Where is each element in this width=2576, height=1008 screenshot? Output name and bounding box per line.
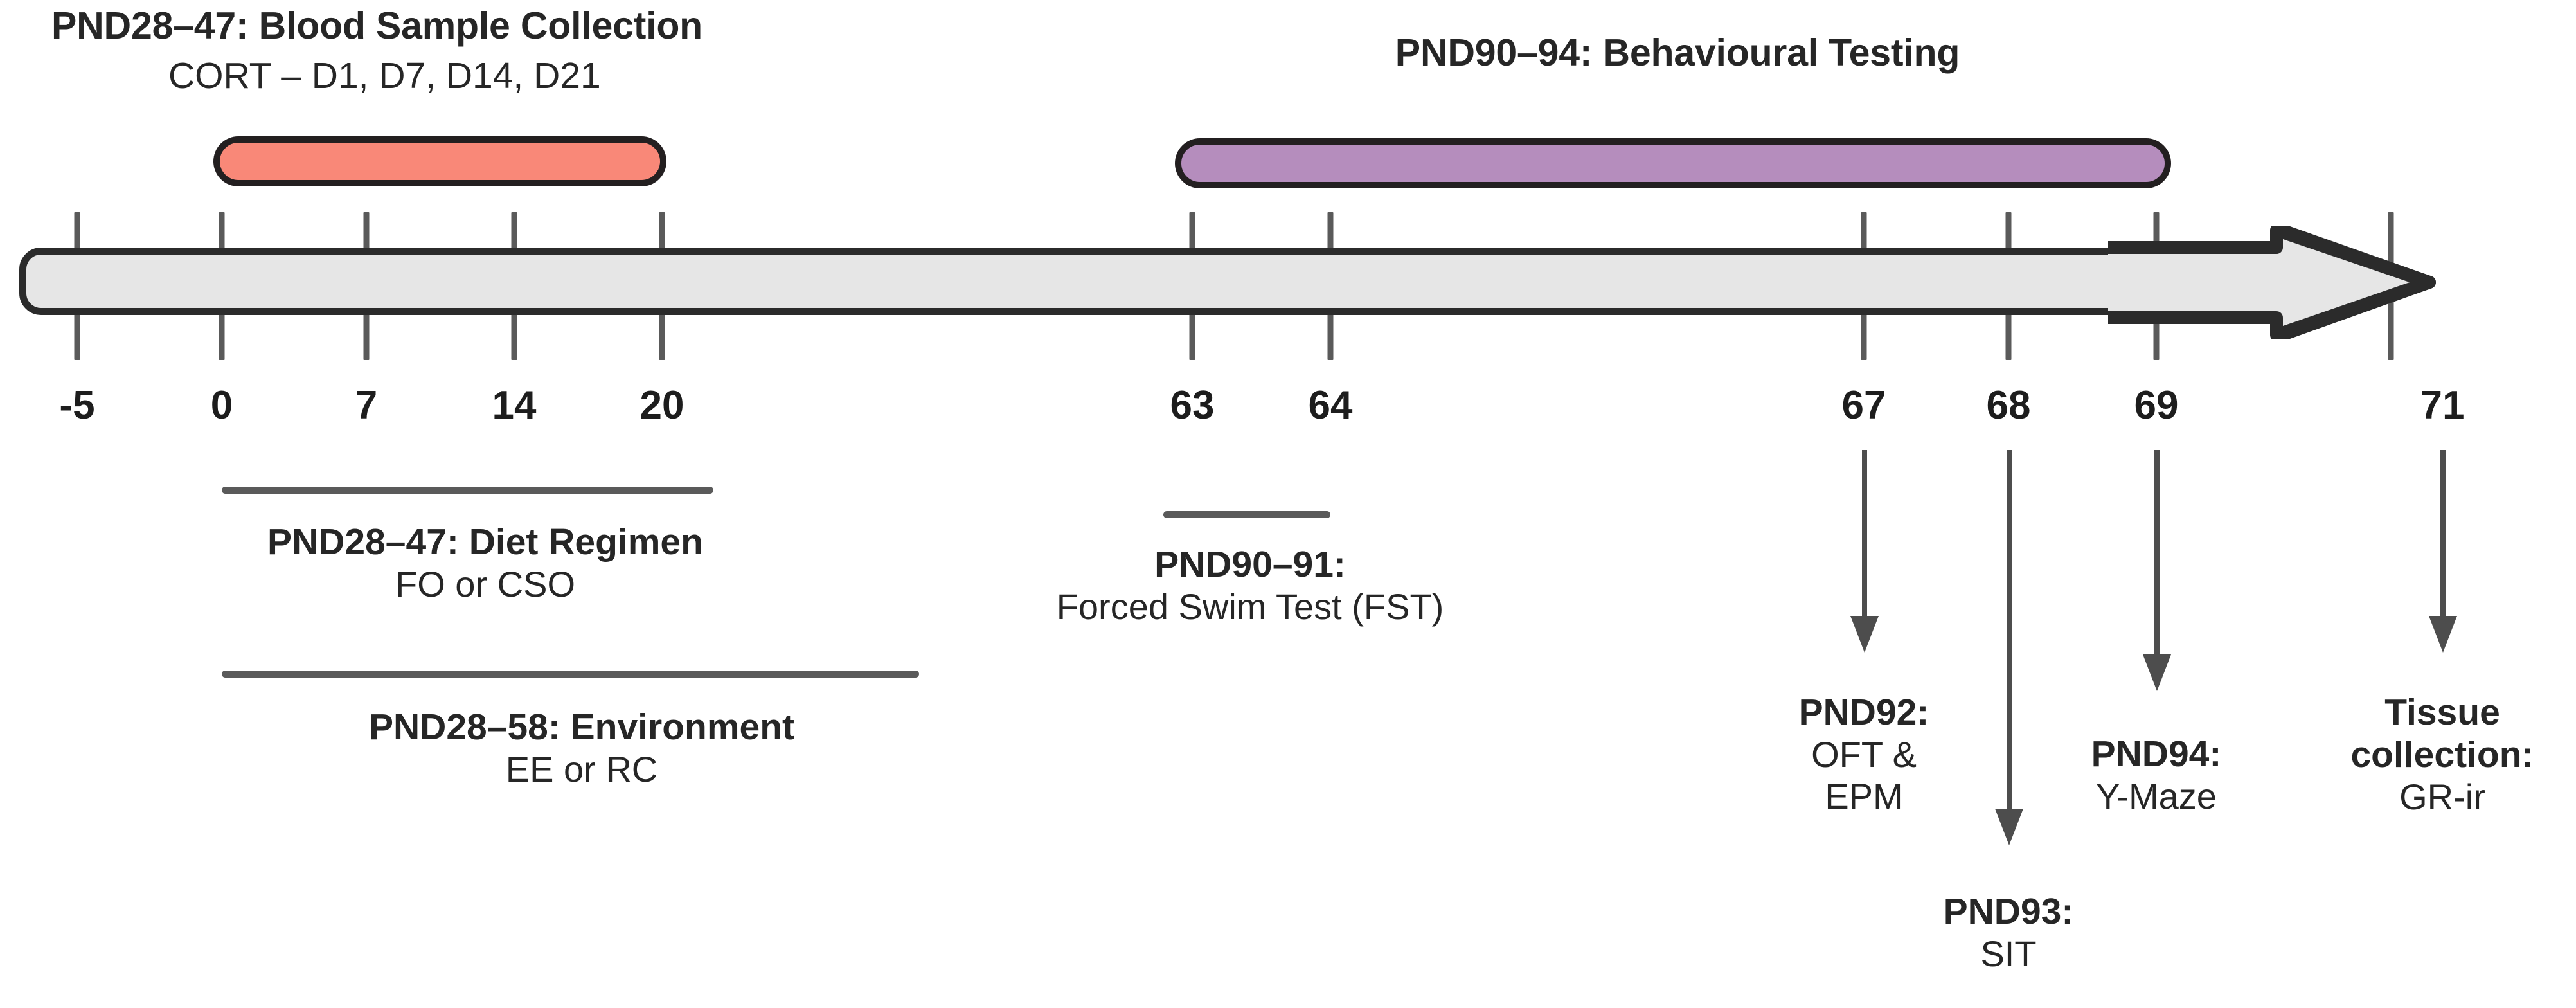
oft-epm-line3: EPM [1825, 776, 1903, 816]
behavioural-testing-bar [1175, 138, 2171, 188]
behavioural-testing-title: PND90–94: Behavioural Testing [1395, 32, 1960, 74]
forced-swim-test-span-rule [1163, 511, 1330, 518]
tick-label-0: 0 [210, 383, 233, 428]
event-arrow-sit [1995, 450, 2023, 845]
tissue-collection-line2: collection: [2350, 734, 2534, 775]
tick-label-7: 7 [355, 383, 378, 428]
tick-label-67: 67 [1841, 383, 1886, 428]
tissue-collection-line1: Tissue [2384, 692, 2500, 733]
y-maze-caption: PND94: Y-Maze [2047, 733, 2266, 817]
blood-sample-collection-bar [213, 136, 666, 186]
blood-sample-collection-title: PND28–47: Blood Sample Collection [51, 4, 703, 47]
tissue-collection-caption: Tissue collection: GR-ir [2314, 691, 2571, 818]
diet-regimen-caption: PND28–47: Diet Regimen FO or CSO [267, 521, 703, 605]
sit-line2: SIT [1980, 933, 2037, 974]
forced-swim-test-line2: Forced Swim Test (FST) [1056, 586, 1444, 627]
y-maze-line2: Y-Maze [2096, 776, 2217, 816]
tick-label-20: 20 [640, 383, 684, 428]
tick-label-63: 63 [1170, 383, 1215, 428]
tissue-collection-line3: GR-ir [2399, 777, 2485, 817]
event-arrow-y-maze [2143, 450, 2171, 691]
oft-epm-line1: PND92: [1798, 692, 1929, 733]
environment-span-rule [222, 670, 919, 678]
tick-label-64: 64 [1308, 383, 1353, 428]
tick-label-68: 68 [1986, 383, 2031, 428]
diet-regimen-span-rule [222, 487, 713, 494]
oft-epm-line2: OFT & [1811, 734, 1917, 775]
forced-swim-test-caption: PND90–91: Forced Swim Test (FST) [1057, 543, 1444, 627]
environment-line1: PND28–58: Environment [368, 706, 795, 748]
tick-label-14: 14 [492, 383, 537, 428]
blood-sample-collection-subtitle: CORT – D1, D7, D14, D21 [168, 55, 601, 96]
tick-label-71: 71 [2420, 383, 2465, 428]
tick-label-69: 69 [2134, 383, 2179, 428]
y-maze-line1: PND94: [2091, 734, 2222, 775]
environment-caption: PND28–58: Environment EE or RC [369, 706, 794, 790]
sit-caption: PND93: SIT [1902, 890, 2115, 975]
timeline-arrowhead [2108, 226, 2436, 339]
event-arrow-oft-epm [1850, 450, 1879, 652]
environment-line2: EE or RC [505, 749, 658, 789]
tick-label--5: -5 [59, 383, 95, 428]
forced-swim-test-line1: PND90–91: [1154, 544, 1346, 585]
oft-epm-caption: PND92: OFT & EPM [1758, 691, 1970, 817]
timeline-axis-bar [19, 248, 2140, 315]
diet-regimen-line1: PND28–47: Diet Regimen [267, 521, 703, 562]
diet-regimen-line2: FO or CSO [395, 564, 576, 604]
event-arrow-tissue-collection [2429, 450, 2457, 652]
sit-line1: PND93: [1943, 891, 2074, 932]
